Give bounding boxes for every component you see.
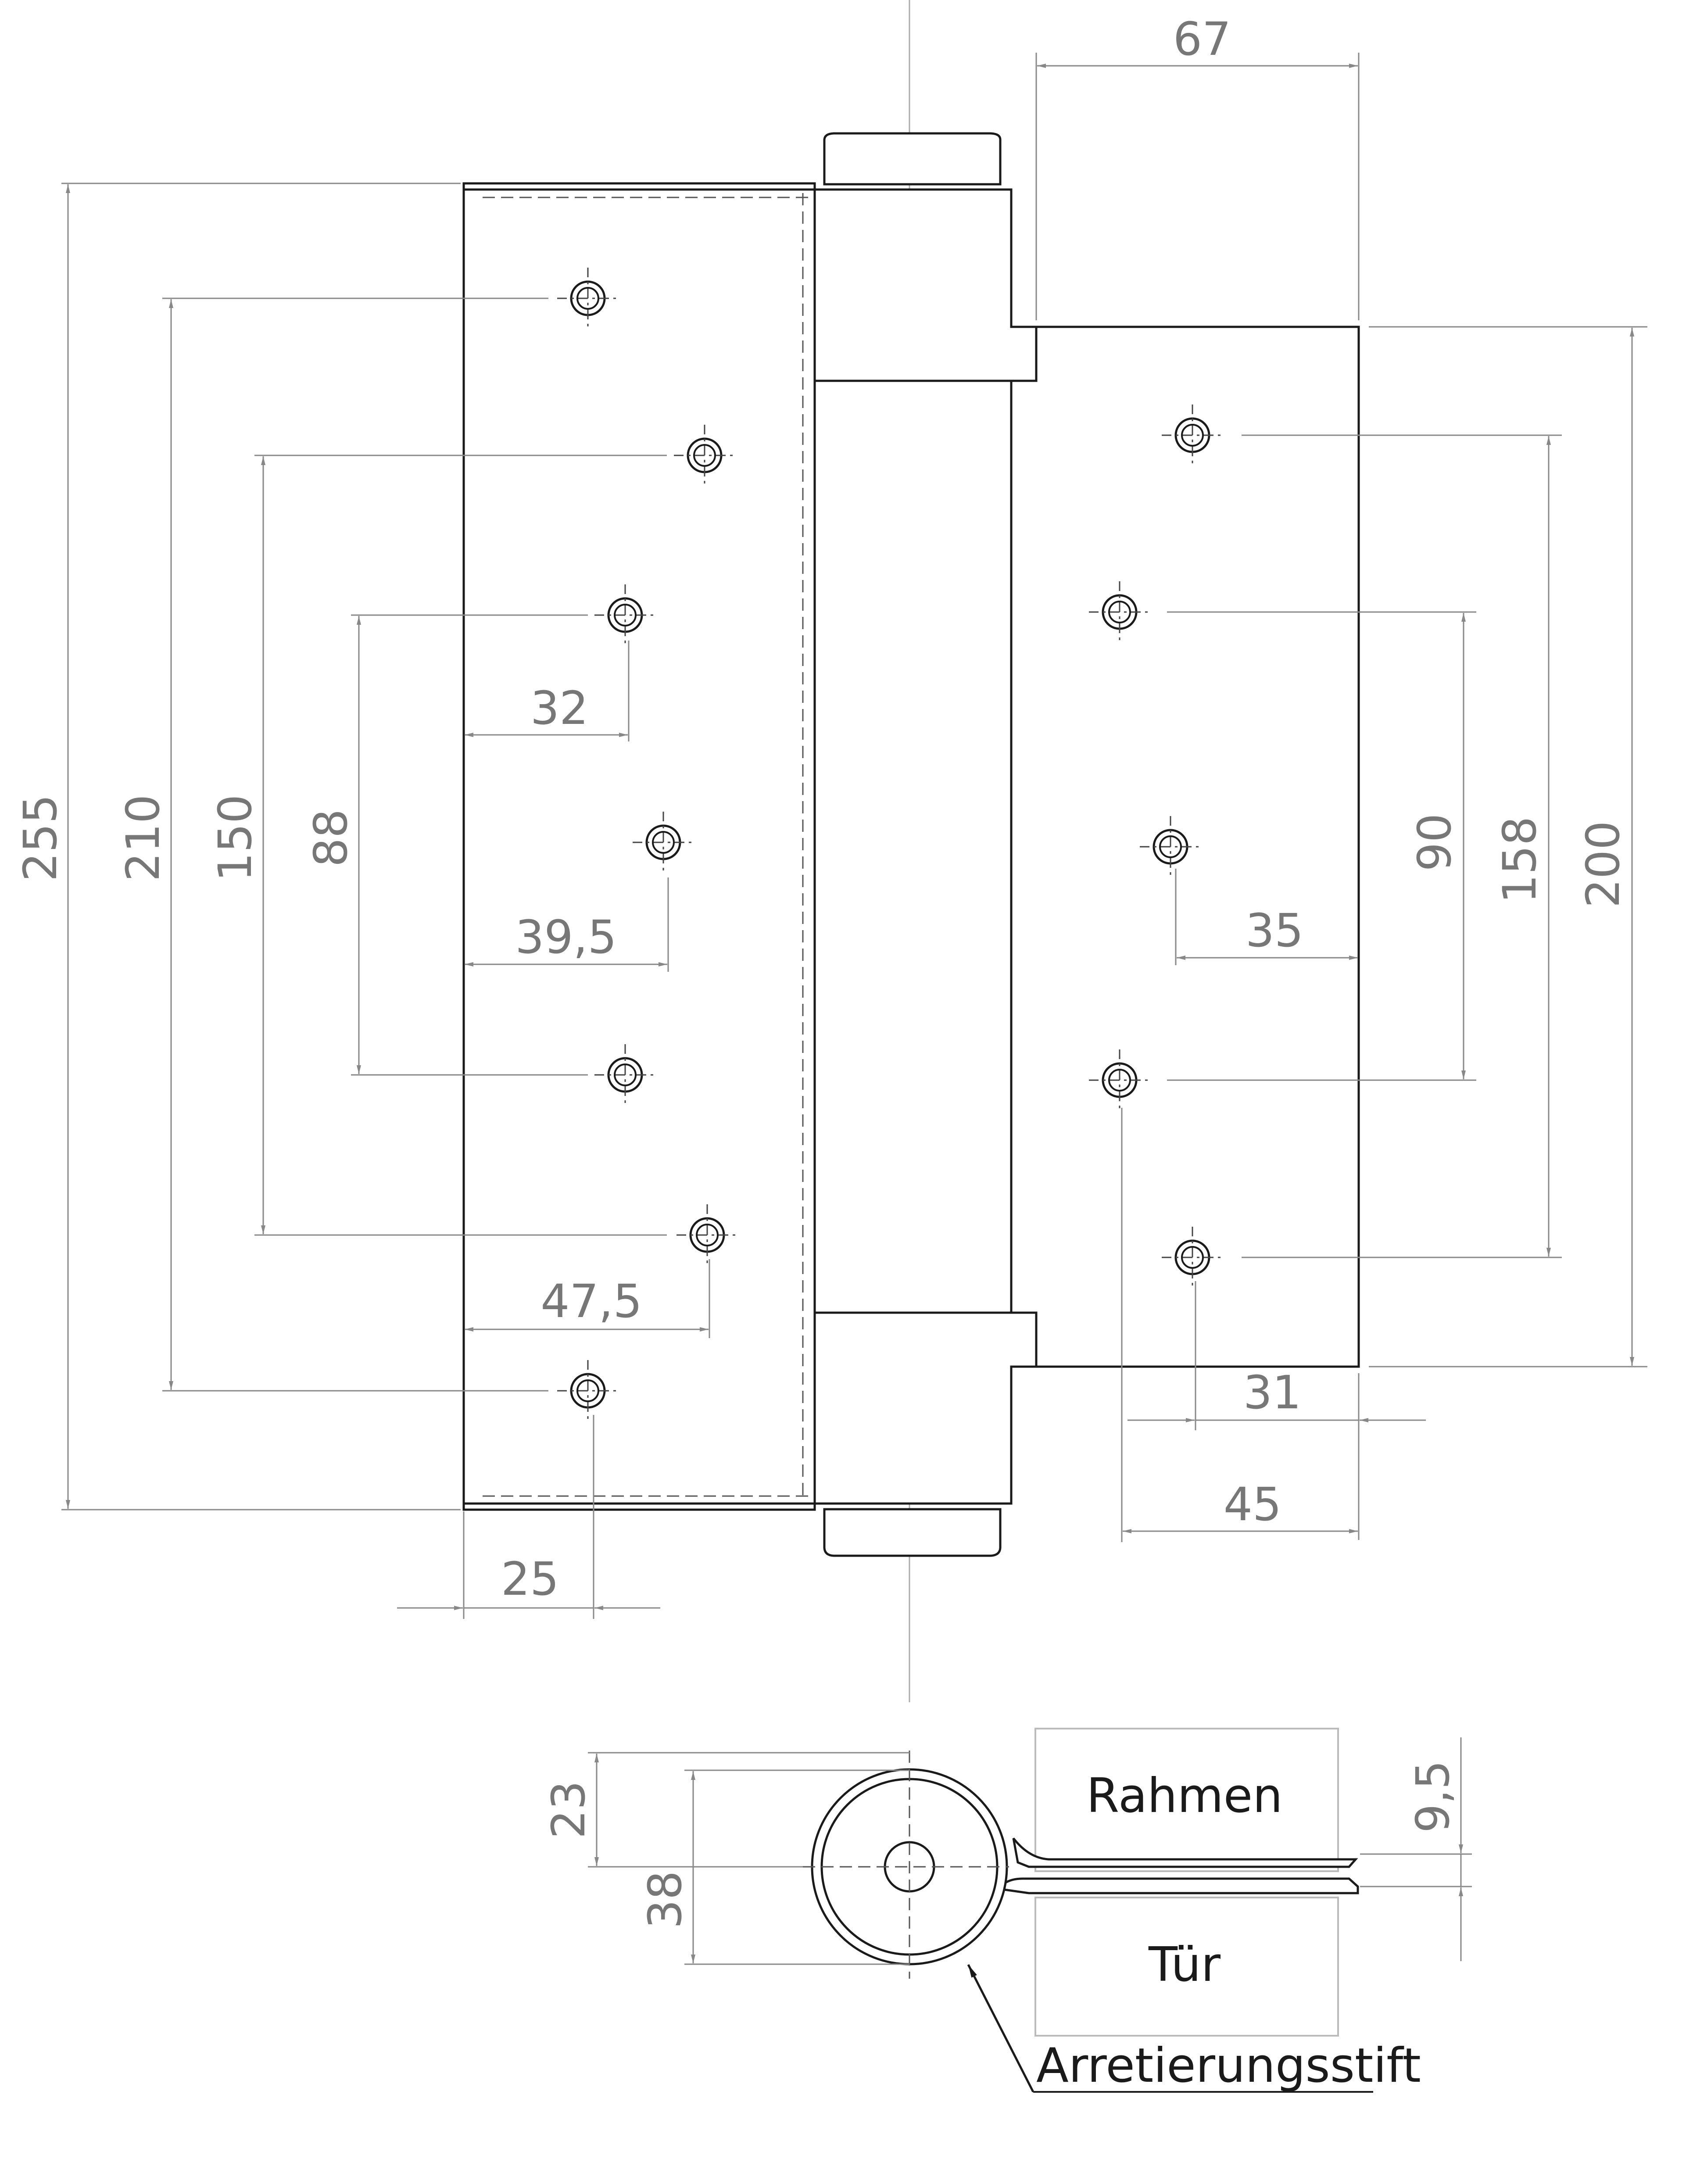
frame-label: Rahmen	[1086, 1769, 1282, 1823]
door-label: Tür	[1148, 1937, 1221, 1992]
dim-door-inner-holes: 90	[1408, 813, 1461, 871]
frame-dimensions: 255 210 150 88 32 39,5 47,5	[14, 183, 710, 1619]
section-door-leaf	[996, 1877, 1359, 1894]
frame-label-box	[1034, 1728, 1339, 1872]
screw-hole	[1089, 1049, 1150, 1111]
dim-door-hole-offset-c: 45	[1224, 1478, 1281, 1531]
dim-door-outer-holes: 158	[1493, 816, 1546, 904]
screw-hole-inner	[576, 1379, 599, 1402]
upper-knuckle	[813, 188, 1038, 382]
dim-frame-outer-holes: 210	[116, 795, 170, 882]
screw-hole-inner	[1108, 601, 1131, 623]
door-label-box	[1034, 1897, 1339, 2037]
screw-hole	[1162, 405, 1223, 466]
dim-barrel-diameter: 38	[638, 1871, 692, 1929]
screw-hole	[633, 812, 694, 873]
dim-frame-hole-offset-a: 32	[530, 681, 588, 735]
section-view: Rahmen Tür 23 38 9,5 Arretierung	[542, 1728, 1472, 2093]
lower-knuckle	[813, 1311, 1038, 1505]
screw-hole	[594, 584, 656, 646]
screw-hole	[674, 425, 735, 486]
screw-hole	[676, 1204, 738, 1266]
screw-holes	[557, 268, 1223, 1421]
screw-hole	[557, 1360, 619, 1421]
dim-frame-hole-edge-offset: 25	[501, 1552, 559, 1606]
dim-total-height: 255	[14, 795, 67, 882]
screw-hole-inner	[614, 604, 637, 627]
frame-leaf	[462, 182, 816, 1511]
screw-hole-inner	[652, 831, 675, 854]
screw-hole	[594, 1044, 656, 1106]
top-end-cap	[823, 132, 1002, 186]
dim-leaf-thickness: 9,5	[1406, 1760, 1460, 1833]
dim-door-hole-offset-b: 31	[1243, 1366, 1301, 1419]
screw-hole-inner	[693, 444, 716, 467]
section-frame-leaf	[1012, 1837, 1358, 1868]
dim-frame-middle-holes: 150	[208, 795, 262, 882]
dim-door-hole-offset-a: 35	[1246, 904, 1303, 957]
dim-frame-inner-holes: 88	[304, 809, 358, 867]
dim-frame-hole-offset-b: 39,5	[515, 910, 617, 964]
door-dimensions: 67 200 158 90 35	[1035, 12, 1647, 1542]
screw-hole-inner	[1181, 1246, 1204, 1269]
dim-pin-offset: 23	[542, 1781, 595, 1839]
hinge-barrel	[813, 188, 1013, 1505]
screw-hole-inner	[614, 1063, 637, 1086]
screw-hole	[1089, 581, 1150, 643]
dim-leaf-width-right: 67	[1173, 12, 1231, 66]
screw-hole-inner	[1159, 835, 1182, 858]
screw-hole-inner	[1108, 1069, 1131, 1092]
bottom-end-cap	[823, 1508, 1002, 1557]
screw-hole	[557, 268, 619, 329]
screw-hole-inner	[1181, 424, 1204, 447]
dim-frame-hole-offset-c: 47,5	[540, 1275, 642, 1328]
locking-pin-leader	[967, 1964, 1034, 2093]
screw-hole-inner	[696, 1224, 719, 1246]
screw-hole-inner	[576, 287, 599, 310]
front-view: 255 210 150 88 32 39,5 47,5	[14, 0, 1647, 1702]
locking-pin-label: Arretierungsstift	[1036, 2038, 1421, 2093]
screw-hole	[1162, 1227, 1223, 1288]
screw-hole	[1140, 816, 1201, 877]
dim-door-leaf-height: 200	[1576, 821, 1630, 908]
